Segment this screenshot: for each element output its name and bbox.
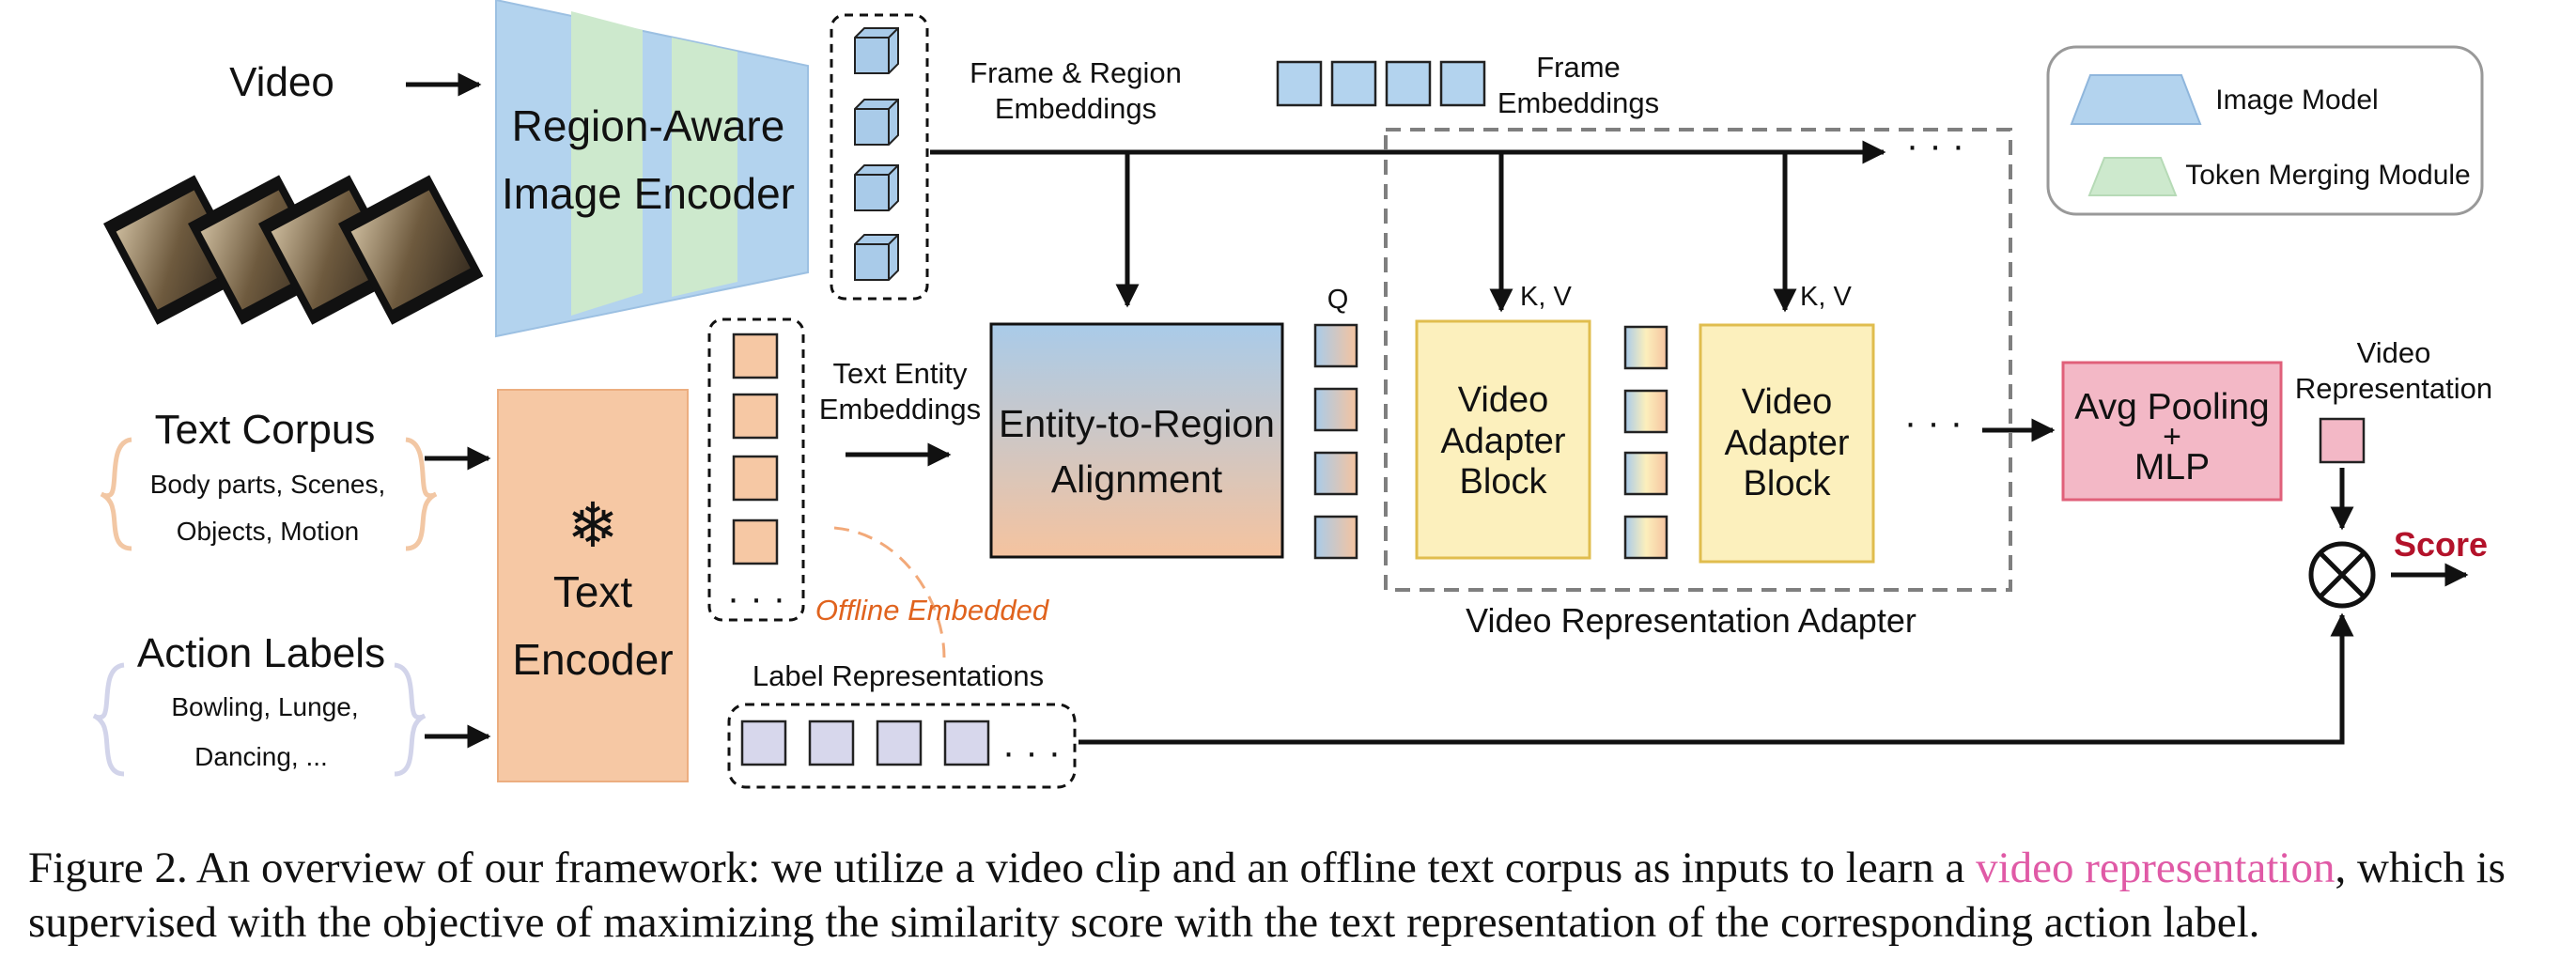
action-labels-line-1: Bowling, Lunge, — [171, 692, 358, 721]
text-corpus-line-1: Body parts, Scenes, — [150, 470, 386, 499]
avgpool-label-1: Avg Pooling — [2074, 387, 2269, 427]
video-adapter-block-1: Video Adapter Block — [1415, 319, 1591, 560]
text-encoder-label-2: Encoder — [512, 635, 673, 684]
similarity-operator-icon — [2308, 541, 2376, 609]
label-representations-group: · · · — [727, 703, 1077, 789]
text-encoder: ❄ Text Encoder — [497, 389, 689, 782]
text-encoder-label-1: Text — [553, 567, 633, 616]
figure-caption: Figure 2. An overview of our framework: … — [28, 841, 2565, 950]
caption-prefix: Figure 2. An overview of our framework: … — [28, 843, 1977, 892]
avgpool-label-3: MLP — [2134, 447, 2210, 488]
legend-image-model-label: Image Model — [2215, 85, 2378, 116]
adapter1-label-3: Block — [1460, 462, 1548, 502]
video-frames-image — [103, 175, 484, 325]
avgpool-label-2: + — [2163, 419, 2181, 455]
legend: Image Model Token Merging Module — [2046, 45, 2484, 216]
adapter2-label-2: Adapter — [1724, 424, 1849, 463]
text-corpus-right-brace — [405, 437, 438, 551]
framework-diagram: Video Region-Aware Image Encoder — [92, 0, 2492, 789]
label-reps-ellipsis: · · · — [1002, 732, 1061, 773]
alignment-label-2: Alignment — [1051, 457, 1223, 501]
video-rep-label-1: Video — [2357, 336, 2431, 369]
video-label: Video — [229, 59, 334, 105]
adapter2-label-1: Video — [1742, 382, 1833, 422]
query-tokens — [1313, 323, 1358, 560]
legend-image-model-swatch — [2070, 74, 2202, 125]
frame-embeddings-label-2: Embeddings — [1497, 86, 1659, 119]
region-aware-image-encoder: Region-Aware Image Encoder — [495, 0, 809, 338]
snowflake-icon: ❄ — [566, 490, 618, 560]
image-encoder-label-2: Image Encoder — [502, 169, 795, 218]
frame-embedding-squares — [1276, 60, 1486, 107]
text-corpus-title: Text Corpus — [155, 407, 376, 453]
legend-token-merging-label: Token Merging Module — [2185, 160, 2471, 191]
text-corpus-left-brace — [100, 437, 132, 551]
avg-pooling-mlp-block: Avg Pooling + MLP — [2061, 361, 2283, 502]
entity-to-region-alignment: Entity-to-Region Alignment — [989, 322, 1284, 559]
alignment-label-1: Entity-to-Region — [999, 402, 1275, 445]
text-corpus-line-2: Objects, Motion — [177, 517, 360, 546]
score-label: Score — [2394, 525, 2488, 564]
text-entity-label-2: Embeddings — [819, 393, 981, 426]
caption-suffix: , which is supervised with the objective… — [28, 843, 2506, 947]
video-representation-adapter-region — [1384, 128, 2012, 592]
video-rep-label-2: Representation — [2295, 372, 2492, 405]
image-encoder-label-1: Region-Aware — [512, 101, 785, 150]
text-entity-embeddings-group: · · · — [707, 317, 805, 622]
video-representation-token — [2319, 417, 2366, 464]
adapter2-label-3: Block — [1744, 464, 1832, 503]
frame-embeddings-label-1: Frame — [1536, 51, 1621, 84]
frame-region-embeddings-group — [830, 13, 929, 301]
action-labels-line-2: Dancing, ... — [194, 742, 328, 771]
action-labels-title: Action Labels — [137, 630, 385, 676]
offline-embedded-arc — [833, 526, 946, 658]
video-adapter-block-2: Video Adapter Block — [1699, 323, 1875, 564]
kv-label-1: K, V — [1520, 282, 1572, 312]
offline-embedded-label: Offline Embedded — [815, 594, 1050, 627]
frame-region-label-1: Frame & Region — [970, 56, 1182, 89]
text-entity-label-1: Text Entity — [833, 357, 968, 390]
q-label: Q — [1327, 285, 1349, 315]
adapter1-label-1: Video — [1458, 380, 1549, 420]
label-representations-title: Label Representations — [753, 659, 1044, 692]
caption-highlight: video representation — [1976, 843, 2335, 892]
text-entity-ellipsis: · · · — [727, 578, 785, 619]
adapter1-label-2: Adapter — [1440, 422, 1565, 461]
adapter-title: Video Representation Adapter — [1466, 601, 1916, 640]
flow-ellipsis: · · · — [1906, 125, 1964, 166]
label-to-score-arrow — [1079, 612, 2354, 745]
kv-label-2: K, V — [1800, 282, 1852, 312]
intermediate-tokens — [1623, 325, 1668, 560]
action-labels-left-brace — [92, 662, 125, 777]
adapter-ellipsis: · · · — [1904, 402, 1963, 443]
frame-region-label-2: Embeddings — [995, 92, 1156, 125]
legend-token-merging-swatch — [2087, 157, 2178, 196]
action-labels-right-brace — [394, 662, 427, 777]
